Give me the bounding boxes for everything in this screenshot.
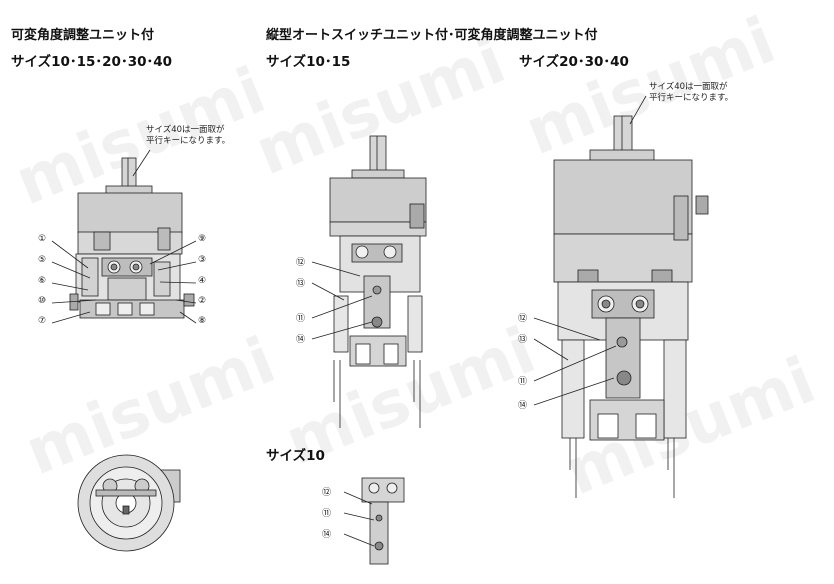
- right-view: [553, 95, 709, 498]
- left-note: サイズ40は一面取が 平行キーになります。: [146, 125, 230, 147]
- left-sizes: サイズ10･15･20･30･40: [11, 54, 173, 70]
- callout-9: ⑨: [198, 234, 207, 244]
- callout-12-right: ⑫: [518, 314, 528, 324]
- callout-13: ⑬: [296, 279, 306, 289]
- callout-13-right: ⑬: [518, 335, 528, 345]
- callout-12-small: ⑫: [322, 488, 332, 498]
- left-front-view: [69, 149, 195, 319]
- left-note-line1: サイズ40は一面取が: [146, 125, 225, 135]
- left-heading: 可変角度調整ユニット付: [11, 28, 155, 43]
- bottom-sizes: サイズ10: [266, 448, 325, 464]
- callout-11-right: ⑪: [518, 377, 528, 387]
- callout-5: ⑤: [38, 255, 47, 265]
- middle-leaders: [311, 261, 373, 340]
- middle-view: [329, 135, 427, 428]
- right-sizes: サイズ20･30･40: [519, 54, 629, 70]
- callout-2: ②: [198, 296, 207, 306]
- right-note: サイズ40は一面取が 平行キーになります。: [649, 82, 733, 104]
- right-note-line1: サイズ40は一面取が: [649, 82, 728, 92]
- left-leaders: [51, 240, 197, 324]
- left-bottom-view: [77, 454, 181, 552]
- callout-14-right: ⑭: [518, 401, 528, 411]
- right-note-line2: 平行キーになります。: [649, 93, 734, 103]
- right-heading: 縦型オートスイッチユニット付･可変角度調整ユニット付: [266, 28, 598, 43]
- callout-8: ⑧: [198, 316, 207, 326]
- callout-11: ⑪: [296, 314, 306, 324]
- callout-14-small: ⑭: [322, 530, 332, 540]
- callout-10: ⑩: [38, 296, 47, 306]
- mid-sizes: サイズ10･15: [266, 54, 351, 70]
- left-note-line2: 平行キーになります。: [146, 136, 231, 146]
- callout-1: ①: [38, 234, 47, 244]
- callout-3: ③: [198, 255, 207, 265]
- callout-6: ⑥: [38, 276, 47, 286]
- callout-12: ⑫: [296, 258, 306, 268]
- small-view: [343, 477, 405, 565]
- callout-14: ⑭: [296, 335, 306, 345]
- callout-7: ⑦: [38, 316, 47, 326]
- callout-4: ④: [198, 276, 207, 286]
- right-leaders: [533, 317, 617, 406]
- callout-11-small: ⑪: [322, 509, 332, 519]
